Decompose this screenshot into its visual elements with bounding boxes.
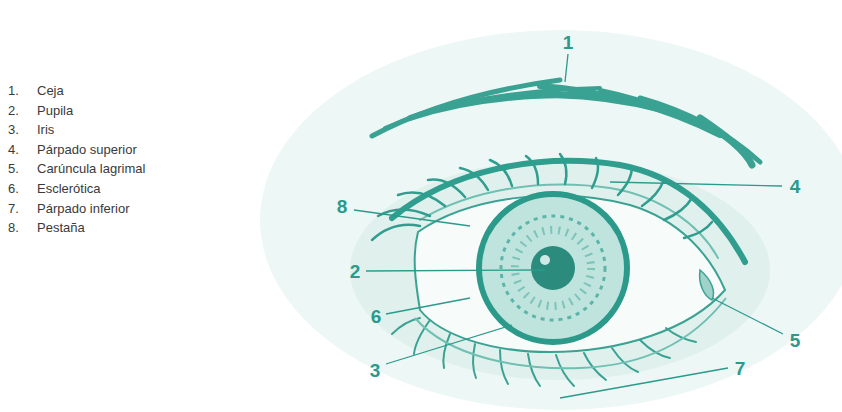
- skin-wash: [260, 30, 842, 410]
- list-number: 2.: [8, 104, 19, 117]
- caruncle: [700, 270, 714, 300]
- iris: [479, 194, 627, 342]
- leader-lines: [354, 54, 783, 398]
- part-name: Pestaña: [37, 221, 85, 234]
- list-number: 5.: [8, 162, 19, 175]
- callout-number: 8: [337, 197, 348, 216]
- list-number: 3.: [8, 123, 19, 136]
- callout-number: 6: [371, 307, 382, 326]
- pupil: [531, 246, 575, 290]
- list-number: 1.: [8, 84, 19, 97]
- part-name: Esclerótica: [37, 182, 101, 195]
- callout-number: 5: [790, 331, 801, 350]
- list-number: 4.: [8, 143, 19, 156]
- eyebrow: [372, 80, 760, 165]
- part-name: Iris: [37, 123, 54, 136]
- callout-number: 2: [350, 262, 361, 281]
- list-number: 7.: [8, 202, 19, 215]
- part-name: Párpado superior: [37, 143, 137, 156]
- part-name: Párpado inferior: [37, 202, 130, 215]
- callout-number: 3: [370, 361, 381, 380]
- callout-number: 1: [563, 33, 574, 52]
- list-number: 8.: [8, 221, 19, 234]
- list-number: 6.: [8, 182, 19, 195]
- part-name: Ceja: [37, 84, 64, 97]
- lower-lashes: [392, 318, 696, 386]
- callout-number: 4: [790, 177, 801, 196]
- upper-lashes: [372, 154, 712, 240]
- callout-number: 7: [735, 359, 746, 378]
- part-name: Carúncula lagrimal: [37, 162, 145, 175]
- lower-eyelid: [415, 298, 726, 368]
- part-name: Pupila: [37, 104, 73, 117]
